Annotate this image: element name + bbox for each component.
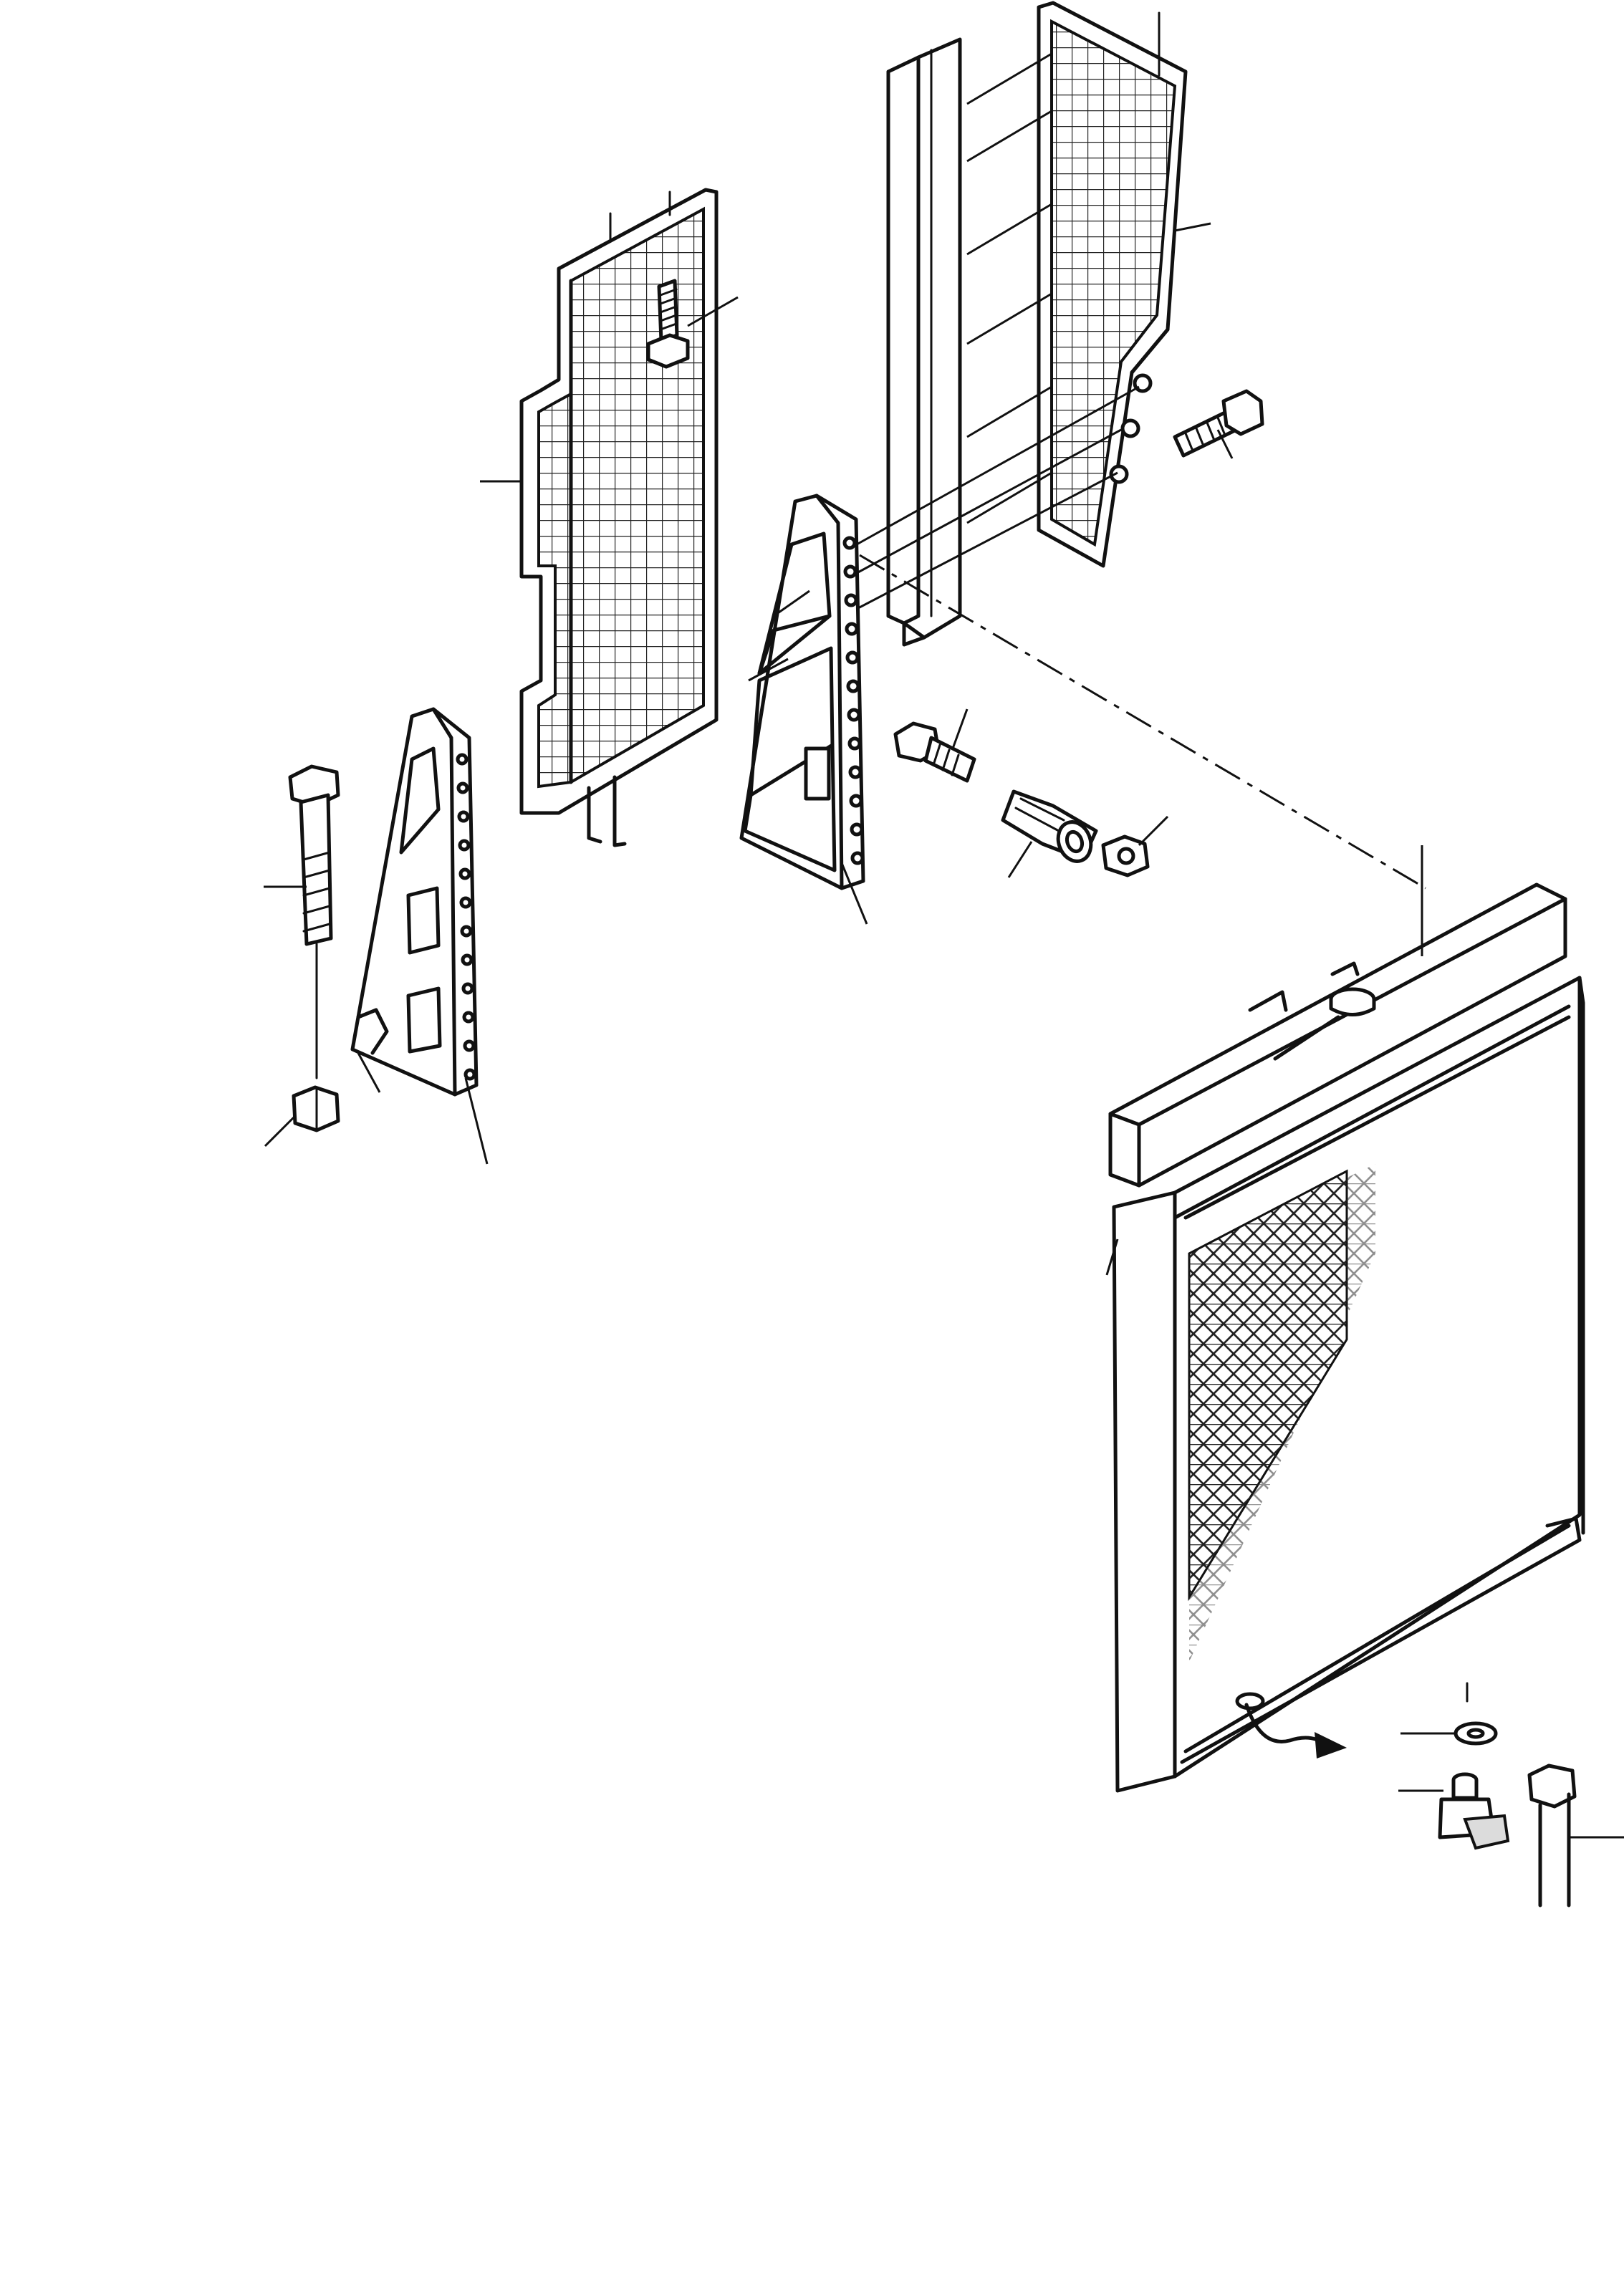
filler-cap-icon — [1273, 987, 1376, 1061]
assembly-centerline — [859, 554, 1426, 890]
drain-valve-icon — [1398, 1772, 1510, 1850]
hex-nut-icon — [1101, 815, 1169, 877]
middle-bracket — [739, 385, 1140, 925]
left-bracket — [350, 707, 489, 1165]
bracket-holes — [842, 536, 865, 865]
bracket-holes — [456, 753, 476, 1081]
right-screen-panel — [966, 1, 1211, 568]
radiator-assembly — [1105, 845, 1585, 1793]
spacer-sleeve-icon — [1001, 789, 1098, 878]
washer-icon — [1400, 1682, 1498, 1746]
long-bolt-icon — [264, 764, 340, 1079]
left-hex-nut-icon — [264, 1085, 340, 1148]
upright-post — [886, 37, 962, 647]
left-screen-panel — [480, 188, 739, 847]
panel-bolt-icon — [646, 279, 690, 369]
hex-bolt-icon — [1173, 389, 1264, 459]
hose-nut-icon — [1527, 1764, 1624, 1907]
drain-arrow-icon — [1235, 1692, 1347, 1758]
middle-bolt-icon — [893, 708, 976, 783]
